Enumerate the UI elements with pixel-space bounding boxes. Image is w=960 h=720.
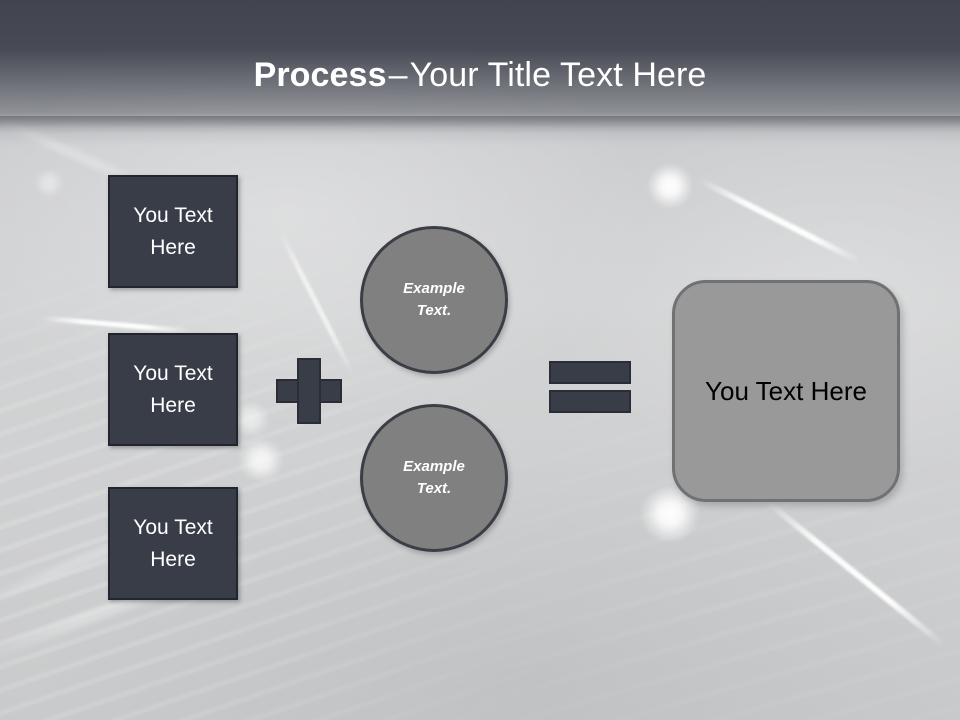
input-box-1-line1: You Text [133, 203, 213, 227]
background-streak-lower-right [763, 498, 947, 648]
background-streak-diagonal-center [277, 230, 355, 375]
background-glow-node-mid-left [232, 402, 270, 436]
process-circle-2-line1: Example [403, 458, 465, 475]
equals-icon-bottom-bar [549, 390, 631, 413]
equals-icon-top-bar [549, 361, 631, 384]
input-box-1-text: You Text Here [133, 200, 212, 264]
input-box-1-line2: Here [150, 235, 196, 259]
background-glow-node-top-right [648, 164, 692, 208]
input-box-3-text: You Text Here [133, 512, 212, 576]
title-band [0, 0, 960, 146]
process-circle-1-line1: Example [403, 280, 465, 297]
page-title: Process–Your Title Text Here [0, 52, 960, 98]
process-circle-2-line2: Text. [416, 480, 452, 497]
input-box-3-line1: You Text [133, 515, 213, 539]
equals-icon [549, 361, 631, 413]
background-streak-upper-right [698, 177, 862, 265]
input-box-3[interactable]: You Text Here [108, 487, 238, 600]
input-box-3-line2: Here [150, 547, 196, 571]
input-box-1[interactable]: You Text Here [108, 175, 238, 288]
result-box-label: You Text Here [705, 375, 867, 406]
input-box-2-line1: You Text [133, 361, 213, 385]
result-box[interactable]: You Text Here [672, 280, 900, 502]
page-title-rest: Your Title Text Here [409, 56, 707, 94]
background-glow-node-bottom-left [238, 440, 284, 480]
input-box-2-line2: Here [150, 393, 196, 417]
input-box-2-text: You Text Here [133, 358, 212, 422]
plus-icon [276, 358, 342, 424]
process-circle-1-line2: Text. [416, 302, 452, 319]
page-title-strong: Process [253, 56, 387, 94]
process-circle-2[interactable]: Example Text. [360, 404, 508, 552]
input-box-2[interactable]: You Text Here [108, 333, 238, 446]
process-circle-1[interactable]: Example Text. [360, 226, 508, 374]
background-streak-mid-left [40, 315, 190, 334]
plus-icon-vertical-bar [297, 358, 321, 424]
page-title-dash: – [388, 56, 408, 94]
background-glow-node-faint-left [34, 170, 64, 196]
